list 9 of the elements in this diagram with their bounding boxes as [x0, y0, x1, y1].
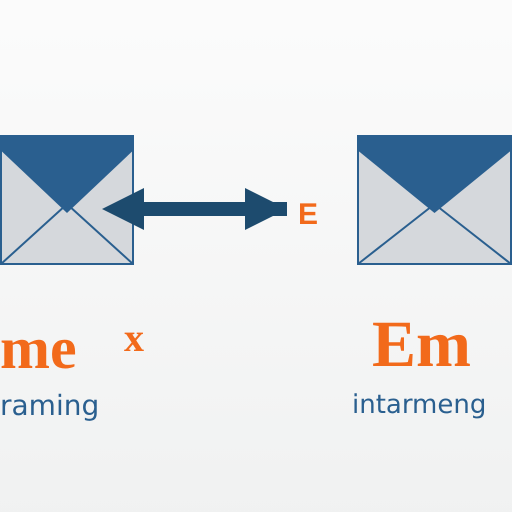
- heading-text: Em: [372, 312, 471, 378]
- double-arrow: [102, 188, 287, 230]
- letter-label: E: [298, 200, 318, 230]
- envelope-icon: [357, 135, 512, 265]
- subtitle-text: intarmeng: [352, 392, 486, 418]
- letter-label: x: [124, 318, 144, 358]
- envelope-icon: [0, 135, 134, 265]
- heading-text: me: [0, 318, 77, 378]
- subtitle-text: raming: [0, 392, 100, 420]
